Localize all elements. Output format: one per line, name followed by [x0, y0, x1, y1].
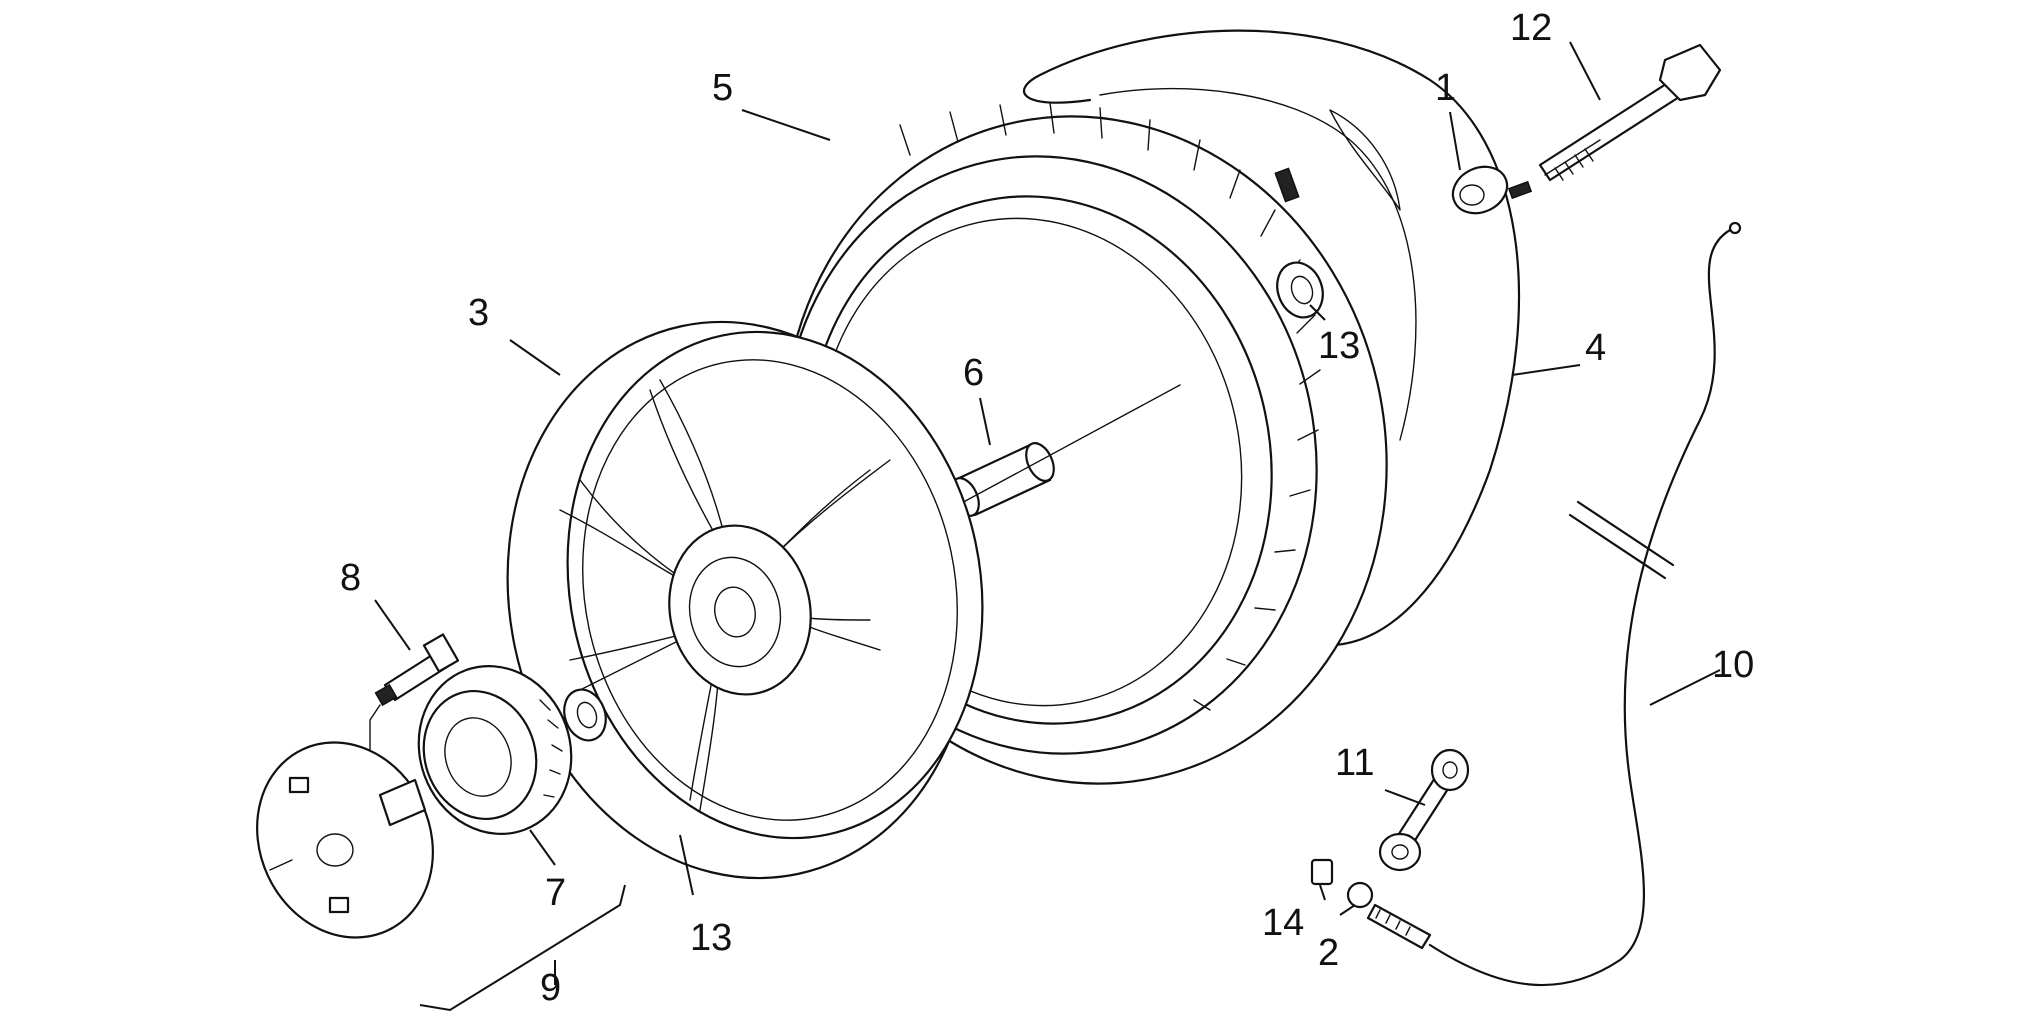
leader-lines — [374, 41, 1721, 1012]
callout-5: 5 — [712, 67, 733, 109]
bearing-left — [563, 688, 607, 742]
callout-11: 11 — [1335, 742, 1374, 784]
callout-13-right: 13 — [1318, 325, 1360, 367]
callout-1: 1 — [1435, 67, 1456, 109]
adjuster-nut — [1346, 881, 1432, 950]
brake-pin — [1310, 858, 1334, 886]
bearing-right — [1276, 261, 1324, 319]
rim — [506, 320, 984, 880]
tire-valve — [1274, 167, 1300, 203]
brake-arm — [1378, 748, 1470, 872]
callout-10: 10 — [1712, 644, 1754, 686]
callout-3: 3 — [468, 292, 489, 334]
callout-12: 12 — [1510, 7, 1552, 49]
callout-labels: 5 3 12 1 13 4 6 8 7 13 9 10 11 14 2 — [340, 7, 1754, 1009]
brake-cable — [1428, 221, 1742, 987]
axle-nut — [1451, 165, 1533, 215]
callout-14: 14 — [1262, 902, 1304, 944]
callout-8: 8 — [340, 557, 361, 599]
callout-6: 6 — [963, 352, 984, 394]
callout-4: 4 — [1585, 327, 1606, 369]
callout-9: 9 — [540, 967, 561, 1009]
brake-cam — [374, 633, 460, 707]
callout-13-left: 13 — [690, 917, 732, 959]
axle-bolt — [1538, 43, 1722, 182]
brake-shoes — [417, 665, 573, 835]
brake-plate — [256, 741, 434, 939]
callout-7: 7 — [545, 872, 566, 914]
callout-2: 2 — [1318, 932, 1339, 974]
